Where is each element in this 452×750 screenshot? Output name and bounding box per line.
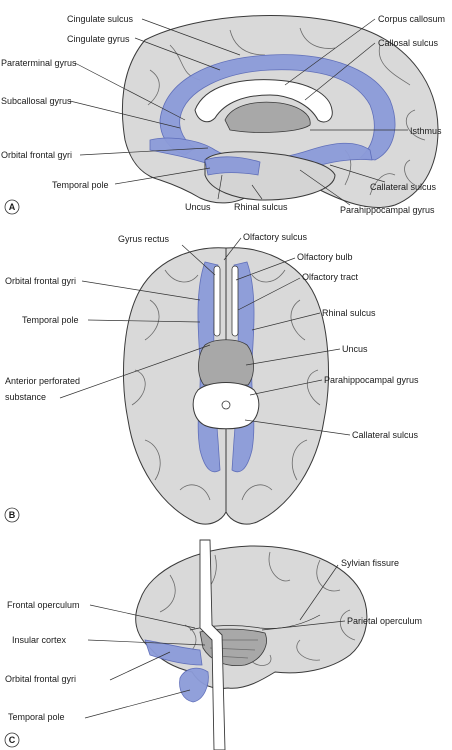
- label-callateral-sulcus-b: Callateral sulcus: [352, 430, 419, 440]
- uncus-region: [204, 156, 261, 176]
- label-isthmus: Isthmus: [410, 126, 442, 136]
- label-orbital-frontal-gyri-a: Orbital frontal gyri: [1, 150, 72, 160]
- label-gyrus-rectus: Gyrus rectus: [118, 234, 170, 244]
- label-temporal-pole-c: Temporal pole: [8, 712, 65, 722]
- medial-gyri-lines: [147, 27, 426, 196]
- lateral-gyri-lines: [159, 551, 356, 666]
- label-olfactory-sulcus: Olfactory sulcus: [243, 232, 308, 242]
- label-sylvian-fissure: Sylvian fissure: [341, 558, 399, 568]
- label-callateral-sulcus-a: Callateral sulcus: [370, 182, 437, 192]
- label-parahippocampal-gyrus-a: Parahippocampal gyrus: [340, 205, 435, 215]
- aqueduct: [221, 400, 231, 410]
- label-anterior-perforated-1: Anterior perforated: [5, 376, 80, 386]
- lateral-hemisphere: [135, 545, 368, 689]
- label-olfactory-tract: Olfactory tract: [302, 272, 359, 282]
- panel-b: Gyrus rectus Olfactory sulcus Olfactory …: [4, 232, 419, 525]
- panel-a-leaders: [69, 18, 408, 206]
- label-orbital-frontal-gyri-b: Orbital frontal gyri: [5, 276, 76, 286]
- label-rhinal-sulcus-a: Rhinal sulcus: [234, 202, 288, 212]
- label-temporal-pole-a: Temporal pole: [52, 180, 109, 190]
- label-uncus-a: Uncus: [185, 202, 211, 212]
- label-cingulate-sulcus: Cingulate sulcus: [67, 14, 134, 24]
- label-parietal-operculum: Parietal operculum: [347, 616, 422, 626]
- label-cingulate-gyrus: Cingulate gyrus: [67, 34, 130, 44]
- fornix-shape: [224, 101, 311, 133]
- right-olfactory-tract: [231, 265, 239, 337]
- label-subcallosal-gyrus: Subcallosal gyrus: [1, 96, 72, 106]
- panel-c-leaders: [84, 564, 346, 719]
- panel-a-badge: [4, 199, 20, 215]
- label-insular-cortex: Insular cortex: [12, 635, 67, 645]
- panel-b-letter: B: [9, 510, 16, 520]
- label-parahippocampal-gyrus-b: Parahippocampal gyrus: [324, 375, 419, 385]
- label-corpus-callosum: Corpus callosum: [378, 14, 445, 24]
- brainstem-lateral: [199, 539, 226, 750]
- panel-b-leaders: [59, 237, 351, 436]
- panel-c-badge: [4, 732, 20, 748]
- label-anterior-perforated-2: substance: [5, 392, 46, 402]
- label-temporal-pole-b: Temporal pole: [22, 315, 79, 325]
- panel-a-letter: A: [9, 202, 16, 212]
- corpus-callosum-shape: [194, 79, 333, 123]
- label-paraterminal-gyrus: Paraterminal gyrus: [1, 58, 77, 68]
- brainstem-section: [198, 339, 254, 386]
- label-orbital-frontal-gyri-c: Orbital frontal gyri: [5, 674, 76, 684]
- label-olfactory-bulb: Olfactory bulb: [297, 252, 353, 262]
- left-olfactory-tract: [213, 265, 221, 337]
- panel-b-badge: [4, 507, 20, 523]
- panel-c: Sylvian fissure Frontal operculum Pariet…: [4, 539, 422, 750]
- panel-c-letter: C: [9, 735, 16, 745]
- panel-a: Cingulate sulcus Cingulate gyrus Parater…: [1, 14, 445, 215]
- label-uncus-b: Uncus: [342, 344, 368, 354]
- temporal-pole-region-c: [179, 667, 209, 703]
- label-callosal-sulcus: Callosal sulcus: [378, 38, 439, 48]
- label-frontal-operculum: Frontal operculum: [7, 600, 80, 610]
- label-rhinal-sulcus-b: Rhinal sulcus: [322, 308, 376, 318]
